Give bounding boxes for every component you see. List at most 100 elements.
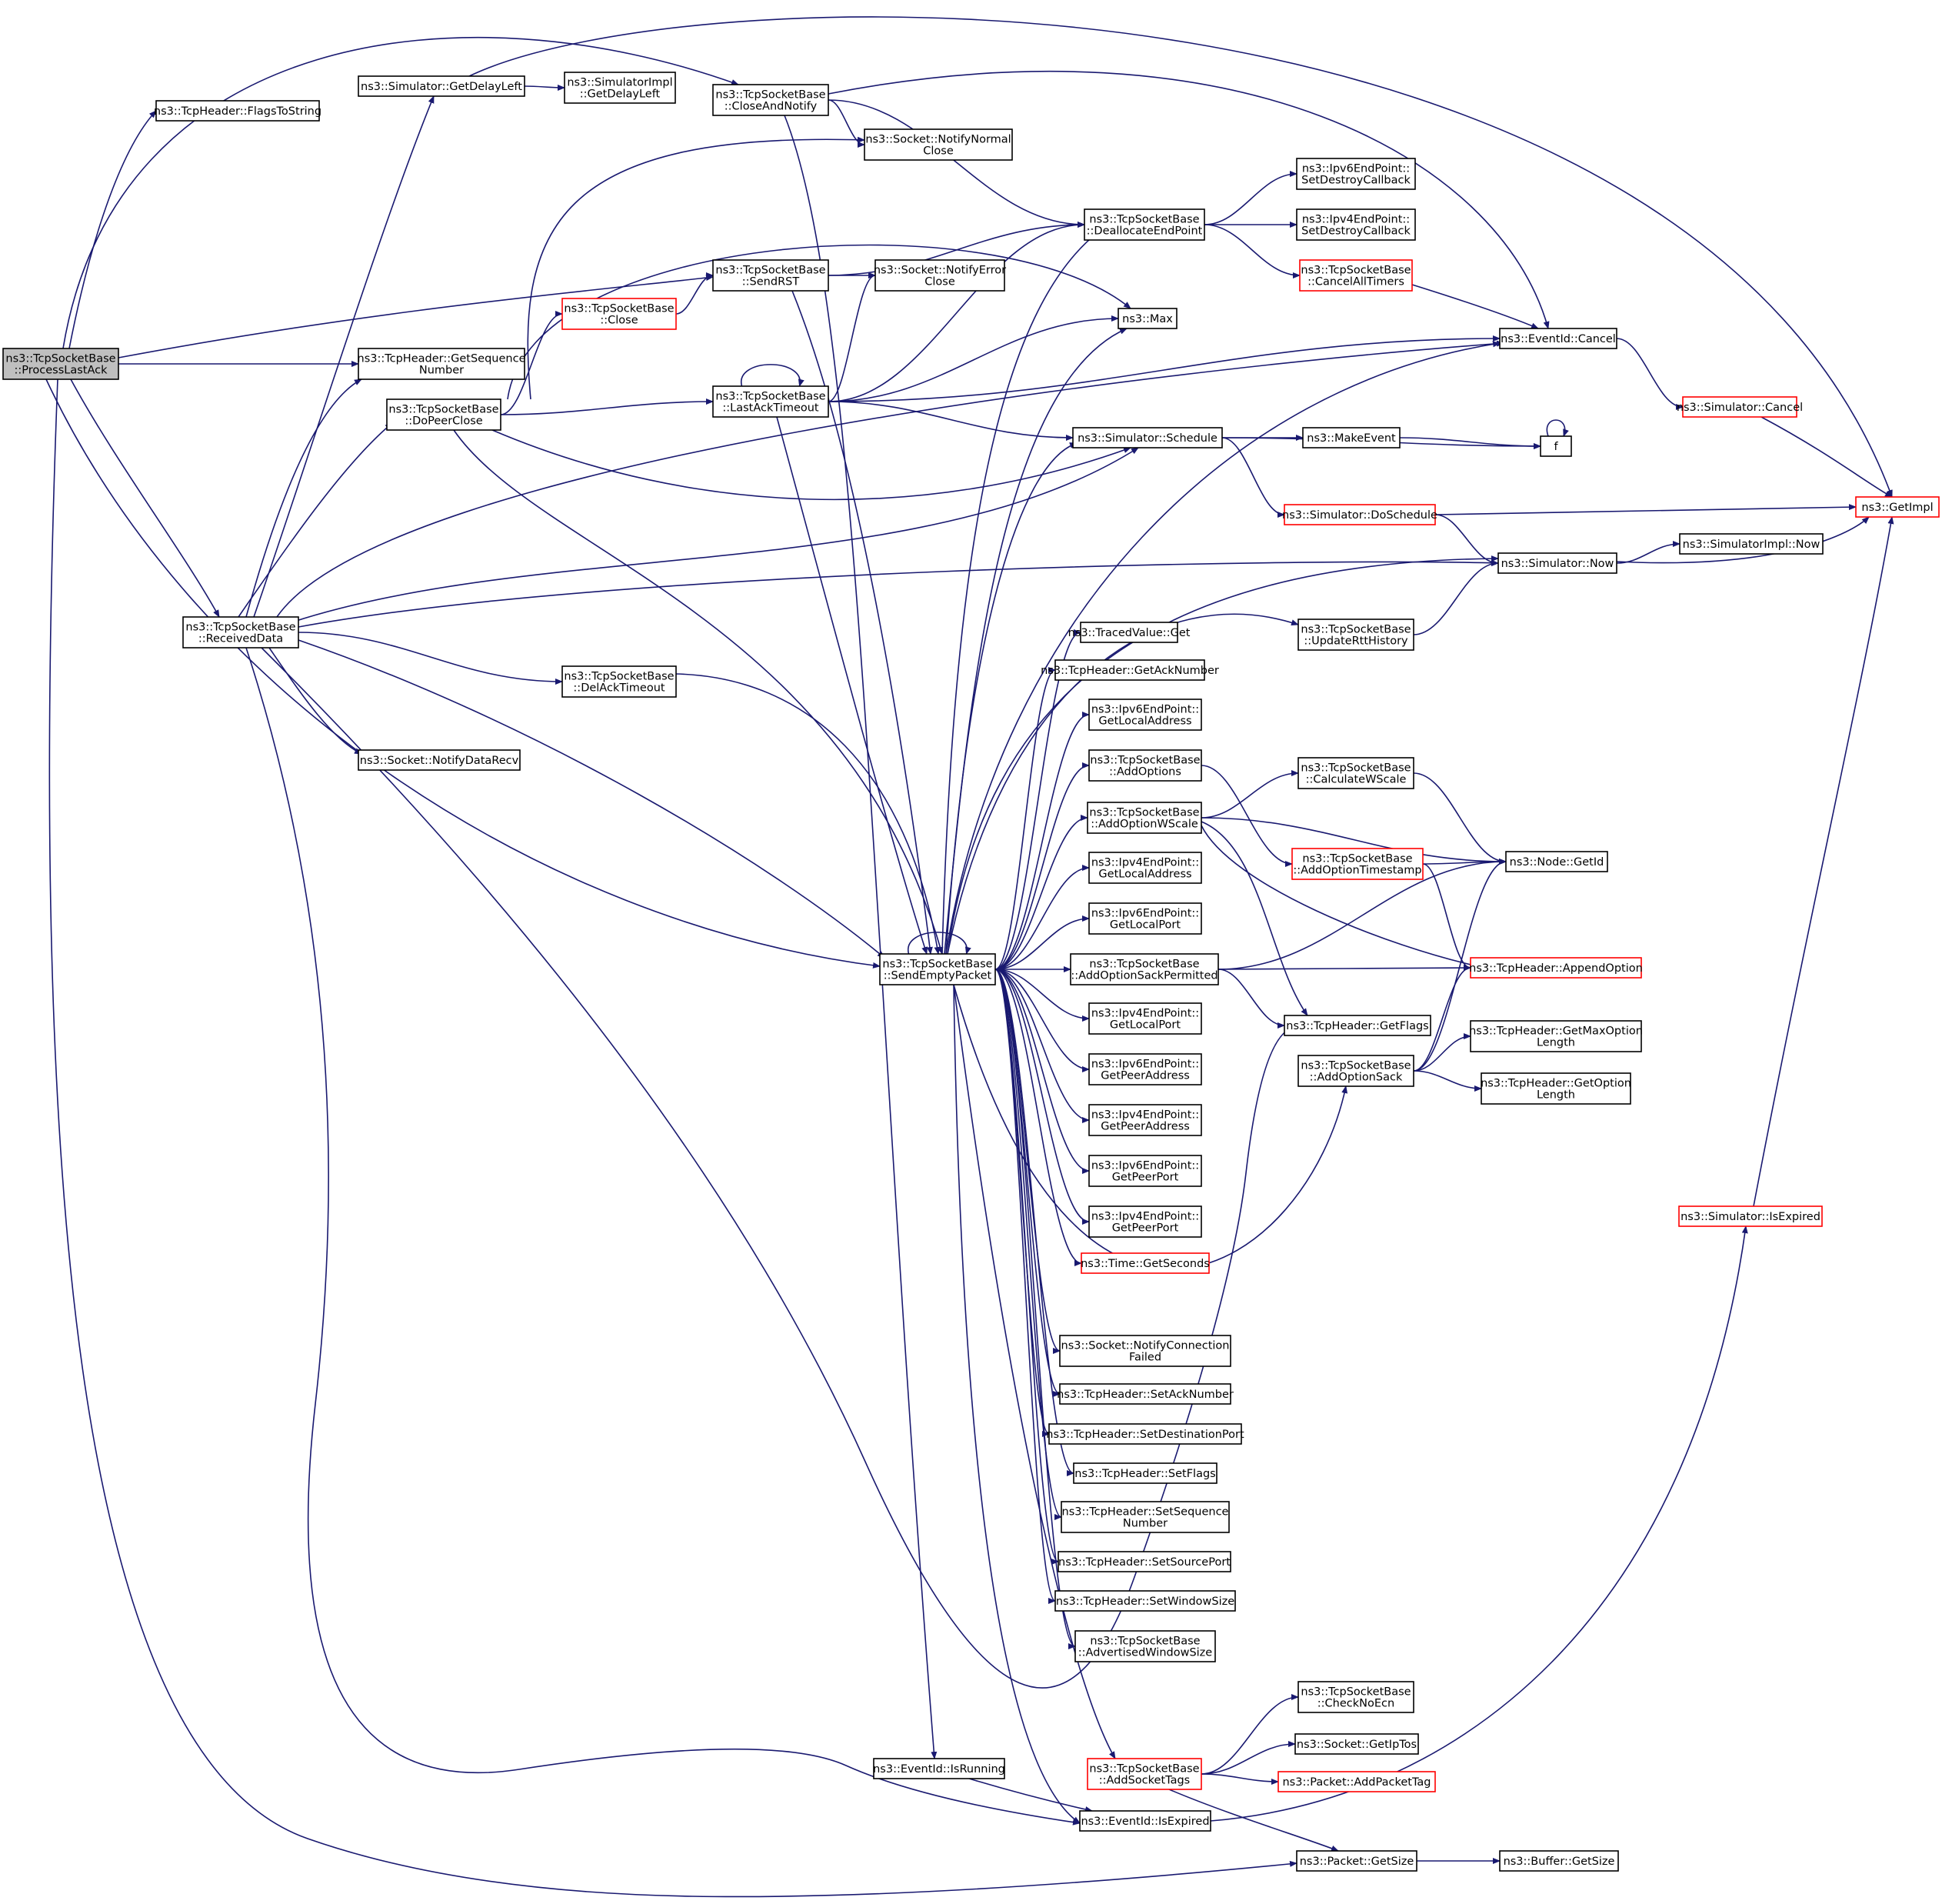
node-addOptionSackPerm[interactable]: ns3::TcpSocketBase::AddOptionSackPermitt… [1070, 953, 1219, 985]
node-ipv6GetPeerPort[interactable]: ns3::Ipv6EndPoint::GetPeerPort [1088, 1155, 1202, 1187]
node-max[interactable]: ns3::Max [1118, 308, 1178, 329]
node-getImpl[interactable]: ns3::GetImpl [1855, 496, 1940, 518]
edge-sendEmptyPacket-to-setSequenceNumber [994, 969, 1062, 1520]
node-label-line: ::AddOptions [1109, 766, 1181, 779]
node-sendEmptyPacket[interactable]: ns3::TcpSocketBase::SendEmptyPacket [879, 953, 996, 985]
edge-path [1201, 825, 1485, 970]
node-label-line: ::AddOptionTimestamp [1293, 865, 1421, 877]
node-addOptionSack[interactable]: ns3::TcpSocketBase::AddOptionSack [1297, 1055, 1414, 1087]
node-getIpTos[interactable]: ns3::Socket::GetIpTos [1294, 1733, 1419, 1755]
node-ipv6GetLocalPort[interactable]: ns3::Ipv6EndPoint::GetLocalPort [1088, 902, 1202, 935]
node-lastAckTimeout[interactable]: ns3::TcpSocketBase::LastAckTimeout [712, 385, 829, 418]
node-eventCancel[interactable]: ns3::EventId::Cancel [1499, 328, 1617, 349]
node-notifyDataRecv[interactable]: ns3::Socket::NotifyDataRecv [358, 749, 521, 771]
node-receivedData[interactable]: ns3::TcpSocketBase::ReceivedData [182, 616, 299, 649]
node-label-line: ::CancelAllTimers [1307, 276, 1404, 288]
node-box [712, 385, 829, 418]
edge-sendEmptyPacket-to-setSourcePort [994, 969, 1059, 1565]
edge-addOptions-to-addOptionTimestamp [1201, 765, 1293, 867]
edge-path [1434, 514, 1499, 566]
edge-delAckTimeout-to-sendEmptyPacket [675, 673, 941, 955]
node-setFlags[interactable]: ns3::TcpHeader::SetFlags [1073, 1462, 1217, 1484]
node-simSchedule[interactable]: ns3::Simulator::Schedule [1072, 427, 1223, 448]
node-addOptionWScale[interactable]: ns3::TcpSocketBase::AddOptionWScale [1087, 802, 1202, 834]
node-updateRtt[interactable]: ns3::TcpSocketBase::UpdateRttHistory [1297, 619, 1414, 651]
node-setDestPort[interactable]: ns3::TcpHeader::SetDestinationPort [1046, 1423, 1244, 1445]
node-nodeGetId[interactable]: ns3::Node::GetId [1505, 851, 1608, 872]
node-closeAndNotify[interactable]: ns3::TcpSocketBase::CloseAndNotify [712, 84, 829, 116]
node-calcWScale[interactable]: ns3::TcpSocketBase::CalculateWScale [1297, 757, 1414, 789]
node-f[interactable]: f [1540, 435, 1572, 457]
node-advertisedWindowSize[interactable]: ns3::TcpSocketBase::AdvertisedWindowSize [1074, 1630, 1216, 1662]
node-ipv6GetPeerAddr[interactable]: ns3::Ipv6EndPoint::GetPeerAddress [1088, 1053, 1202, 1085]
node-bufferGetSize[interactable]: ns3::Buffer::GetSize [1499, 1850, 1619, 1872]
node-ipv4GetPeerAddr[interactable]: ns3::Ipv4EndPoint::GetPeerAddress [1088, 1104, 1202, 1136]
node-setSourcePort[interactable]: ns3::TcpHeader::SetSourcePort [1058, 1551, 1231, 1572]
node-eventIsRunning[interactable]: ns3::EventId::IsRunning [873, 1758, 1005, 1779]
node-flagsToString[interactable]: ns3::TcpHeader::FlagsToString [154, 100, 321, 122]
edge-path [1217, 965, 1471, 972]
node-box [874, 259, 1005, 292]
node-addOptions[interactable]: ns3::TcpSocketBase::AddOptions [1088, 749, 1202, 782]
edge-doSchedule-to-getImpl [1434, 504, 1857, 515]
node-packetGetSize[interactable]: ns3::Packet::GetSize [1296, 1850, 1417, 1872]
node-sendRST[interactable]: ns3::TcpSocketBase::SendRST [712, 259, 829, 292]
node-ipv4SetDestroy[interactable]: ns3::Ipv4EndPoint::SetDestroyCallback [1296, 208, 1416, 241]
node-close[interactable]: ns3::TcpSocketBase::Close [561, 298, 677, 330]
node-delAckTimeout[interactable]: ns3::TcpSocketBase::DelAckTimeout [561, 665, 677, 698]
node-box [358, 348, 525, 380]
node-ipv6GetLocalAddr[interactable]: ns3::Ipv6EndPoint::GetLocalAddress [1088, 699, 1202, 731]
node-checkNoEcn[interactable]: ns3::TcpSocketBase::CheckNoEcn [1297, 1681, 1414, 1713]
node-setWindowSize[interactable]: ns3::TcpHeader::SetWindowSize [1054, 1590, 1236, 1612]
node-label-line: ns3::Time::GetSeconds [1081, 1258, 1210, 1270]
node-label-line: ns3::TcpHeader::GetOption [1481, 1078, 1631, 1090]
node-label-line: ns3::TcpSocketBase [1301, 265, 1411, 277]
edge-sendEmptyPacket-to-ipv4GetLocalPort [994, 969, 1090, 1022]
node-deallocateEndPoint[interactable]: ns3::TcpSocketBase::DeallocateEndPoint [1084, 208, 1205, 241]
node-ipv4GetLocalPort[interactable]: ns3::Ipv4EndPoint::GetLocalPort [1088, 1002, 1202, 1035]
edge-sendEmptyPacket-to-tracedGet [994, 629, 1081, 970]
edge-addOptionTimestamp-to-appendOption [1422, 863, 1471, 971]
node-addOptionTimestamp[interactable]: ns3::TcpSocketBase::AddOptionTimestamp [1291, 848, 1424, 880]
node-tracedGet[interactable]: ns3::TracedValue::Get [1068, 622, 1191, 643]
node-appendOption[interactable]: ns3::TcpHeader::AppendOption [1469, 957, 1643, 979]
node-implNow[interactable]: ns3::SimulatorImpl::Now [1679, 533, 1824, 555]
node-box [1088, 852, 1202, 884]
edge-path [994, 969, 1090, 1072]
node-doPeerClose[interactable]: ns3::TcpSocketBase::DoPeerClose [386, 398, 501, 431]
node-getAckNumber[interactable]: ns3::TcpHeader::GetAckNumber [1041, 659, 1219, 681]
node-label-line: ns3::Max [1122, 313, 1173, 325]
node-simIsExpired[interactable]: ns3::Simulator::IsExpired [1678, 1205, 1823, 1227]
node-getDelayLeft[interactable]: ns3::Simulator::GetDelayLeft [358, 75, 525, 97]
node-simCancel[interactable]: ns3::Simulator::Cancel [1677, 396, 1803, 418]
edge-path [491, 429, 1131, 501]
edge-path [1546, 419, 1569, 437]
node-ipv4GetLocalAddr[interactable]: ns3::Ipv4EndPoint::GetLocalAddress [1088, 852, 1202, 884]
edge-doSchedule-to-simNow [1434, 514, 1499, 566]
node-makeEvent[interactable]: ns3::MakeEvent [1302, 427, 1401, 448]
node-getFlags[interactable]: ns3::TcpHeader::GetFlags [1284, 1015, 1431, 1036]
node-setAckNumber[interactable]: ns3::TcpHeader::SetAckNumber [1057, 1383, 1234, 1405]
edge-path [1201, 1694, 1299, 1775]
node-simNow[interactable]: ns3::Simulator::Now [1497, 552, 1617, 574]
node-cancelAllTimers[interactable]: ns3::TcpSocketBase::CancelAllTimers [1299, 259, 1413, 292]
node-addPacketTag[interactable]: ns3::Packet::AddPacketTag [1277, 1771, 1436, 1792]
node-label-line: Length [1537, 1037, 1575, 1049]
node-ipv6SetDestroy[interactable]: ns3::Ipv6EndPoint::SetDestroyCallback [1296, 158, 1416, 190]
node-implGetDelayLeft[interactable]: ns3::SimulatorImpl::GetDelayLeft [564, 72, 676, 104]
node-doSchedule[interactable]: ns3::Simulator::DoSchedule [1282, 504, 1437, 525]
edge-path [1399, 437, 1541, 449]
node-ipv4GetPeerPort[interactable]: ns3::Ipv4EndPoint::GetPeerPort [1088, 1205, 1202, 1238]
node-eventIsExpired[interactable]: ns3::EventId::IsExpired [1079, 1810, 1211, 1832]
node-addSocketTags[interactable]: ns3::TcpSocketBase::AddSocketTags [1087, 1758, 1202, 1790]
node-label-line: ns3::Simulator::Now [1501, 558, 1614, 570]
node-timeGetSeconds[interactable]: ns3::Time::GetSeconds [1081, 1252, 1210, 1274]
node-label-line: ns3::TcpSocketBase [564, 671, 674, 683]
